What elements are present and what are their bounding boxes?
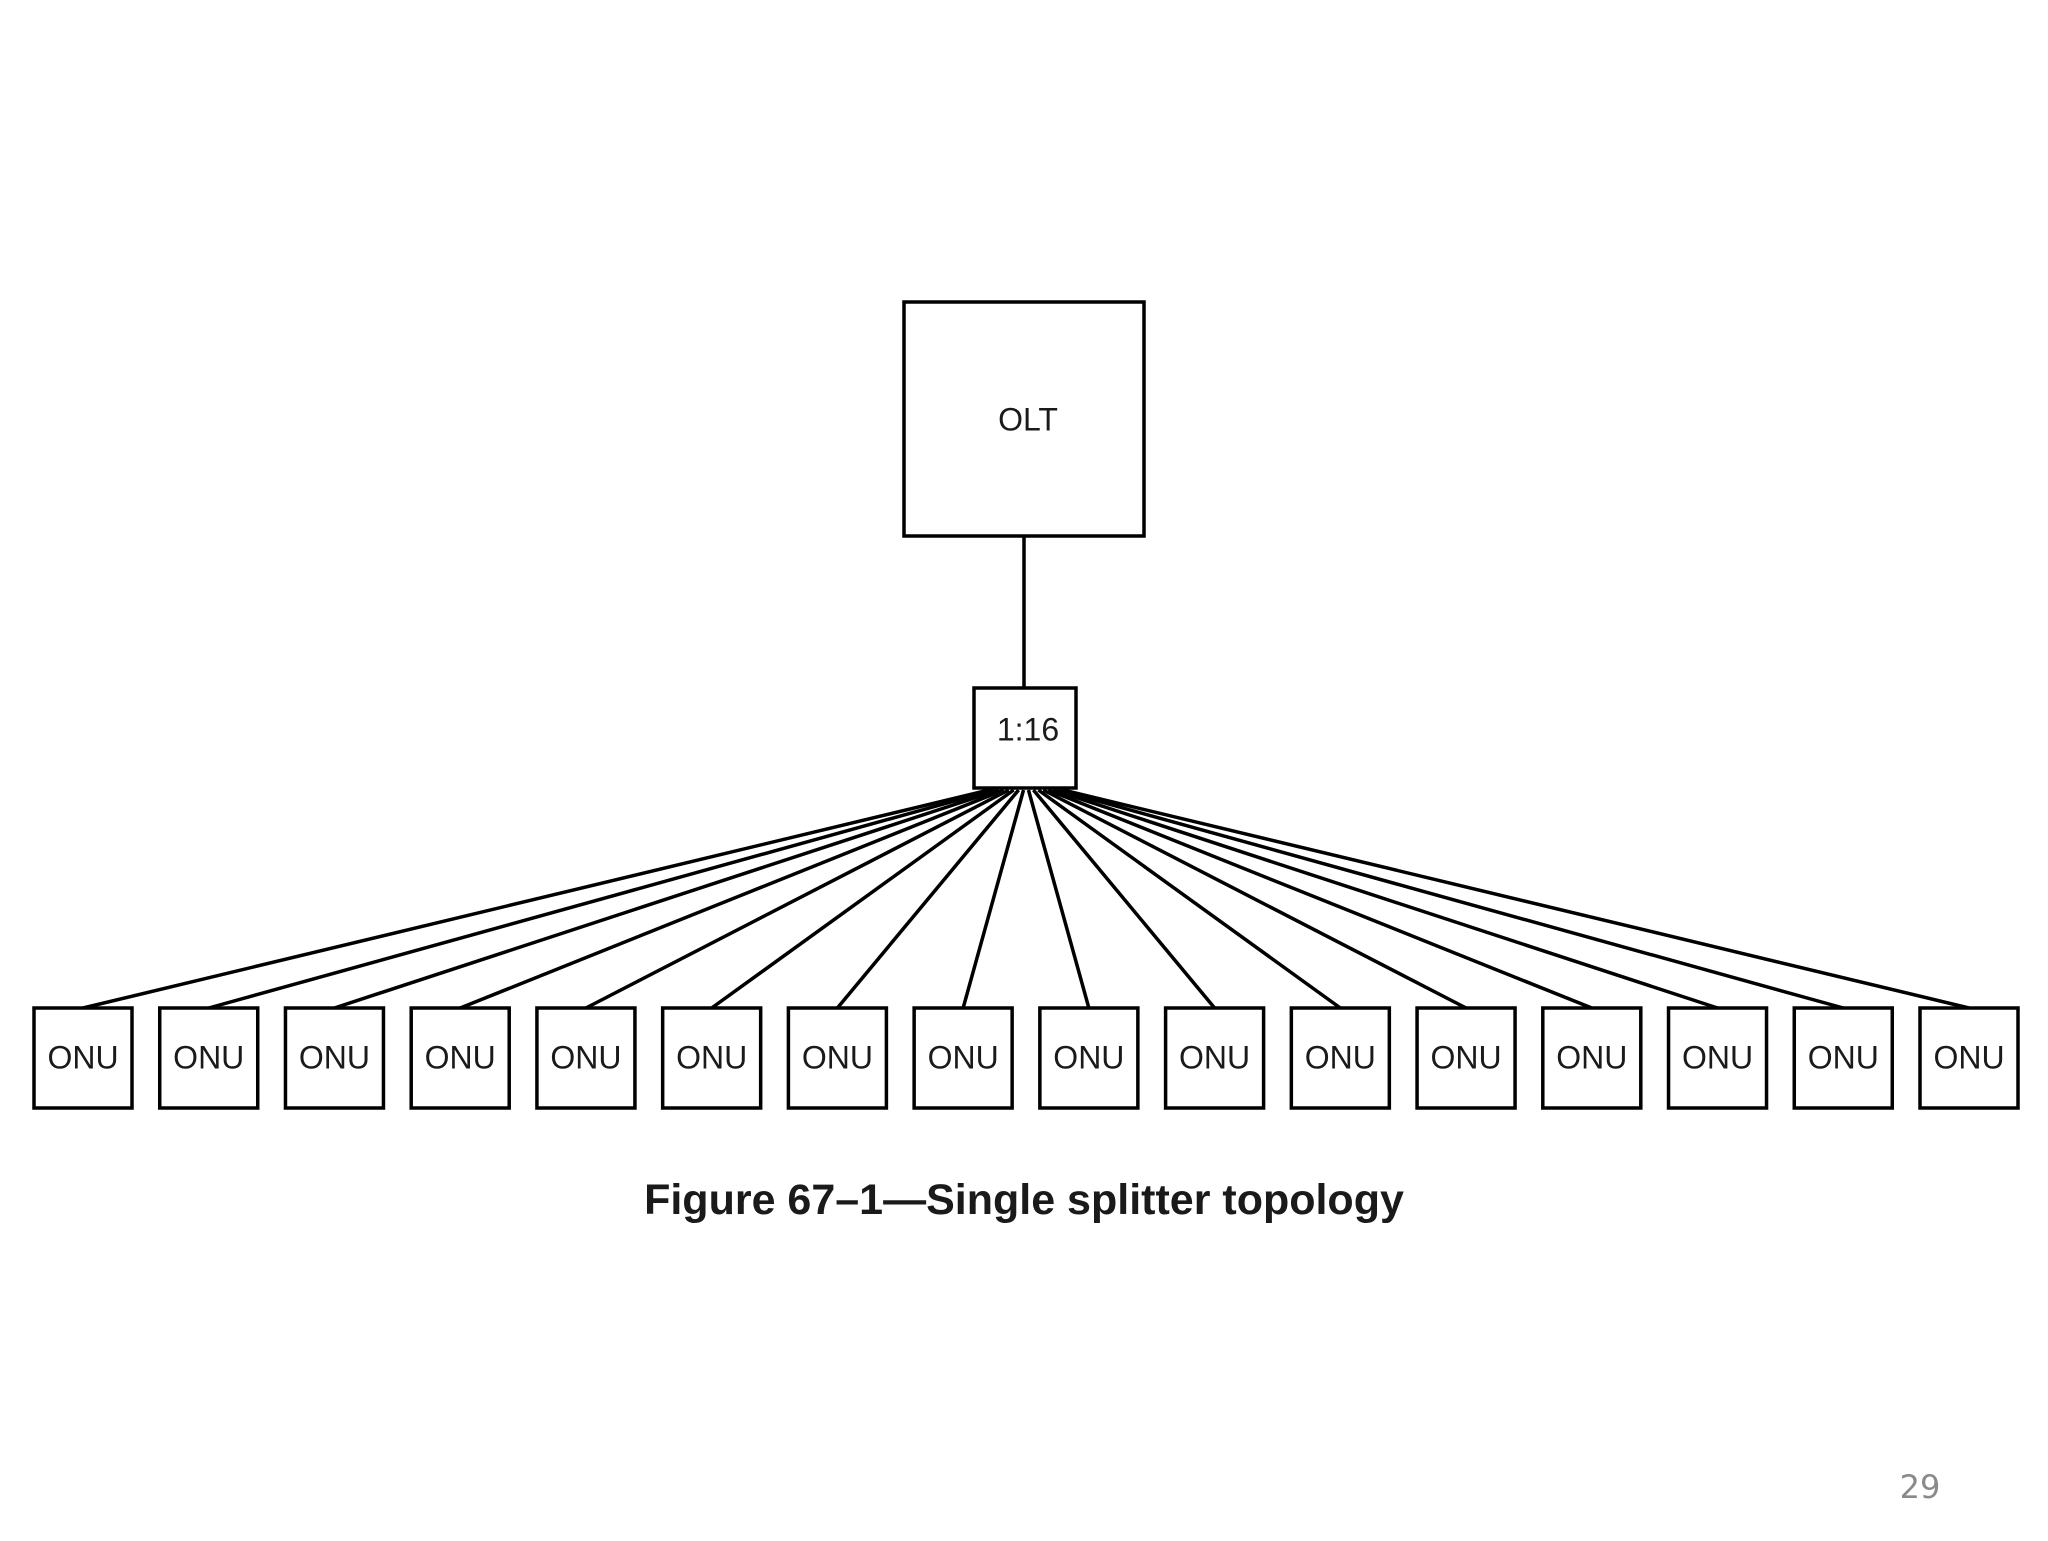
onu-node: ONU (1289, 1006, 1392, 1110)
onu-box (157, 1006, 260, 1110)
onu-node: ONU (283, 1006, 386, 1110)
onu-node: ONU (786, 1006, 889, 1110)
onu-node: ONU (409, 1006, 511, 1110)
onu-row: ONU ONU ONU ONU ONU ONU ONU ONU ONU ONU ONU ONU ONU O… (32, 1006, 2020, 1110)
onu-label: ONU (1808, 1039, 1879, 1075)
onu-box (409, 1006, 511, 1110)
page-number: 29 (1899, 1468, 1941, 1506)
olt-node: OLT (902, 300, 1146, 538)
onu-box (1163, 1006, 1266, 1110)
splitter-to-onu-link (1062, 788, 1970, 1010)
splitter-to-onu-link (1026, 789, 1091, 1009)
onu-node: ONU (1163, 1006, 1266, 1110)
splitter-to-onu-link (585, 788, 1010, 1010)
onu-label: ONU (1556, 1039, 1627, 1075)
onu-box (912, 1006, 1014, 1110)
onu-box (32, 1006, 134, 1110)
onu-box (786, 1006, 889, 1110)
onu-box (660, 1006, 763, 1110)
onu-label: ONU (928, 1039, 999, 1075)
splitter-to-onu-link (836, 788, 1020, 1010)
onu-label: ONU (425, 1039, 496, 1075)
onu-box (283, 1006, 386, 1110)
splitter-to-onu-link (1032, 788, 1216, 1010)
onu-node: ONU (1038, 1006, 1140, 1110)
onu-node: ONU (1792, 1006, 1895, 1110)
splitter-to-onu-link (961, 789, 1026, 1009)
splitter-to-onu-link (1037, 788, 1342, 1010)
onu-box (1289, 1006, 1392, 1110)
splitter-to-onu-link (208, 788, 995, 1010)
onu-node: ONU (1666, 1006, 1769, 1110)
onu-box (1541, 1006, 1643, 1110)
splitter-label: 1:16 (997, 711, 1059, 747)
splitter-to-onu-link (82, 788, 990, 1010)
onu-label: ONU (550, 1039, 621, 1075)
onu-box (1918, 1006, 2020, 1110)
onu-node: ONU (1918, 1006, 2020, 1110)
onu-label: ONU (299, 1039, 370, 1075)
onu-node: ONU (32, 1006, 134, 1110)
olt-label: OLT (998, 401, 1058, 437)
splitter-to-onu-link (1052, 788, 1719, 1010)
onu-label: ONU (1933, 1039, 2004, 1075)
onu-label: ONU (173, 1039, 244, 1075)
onu-label: ONU (676, 1039, 747, 1075)
onu-label: ONU (1431, 1039, 1502, 1075)
onu-label: ONU (1305, 1039, 1376, 1075)
onu-box (1666, 1006, 1769, 1110)
onu-node: ONU (1415, 1006, 1517, 1110)
splitter-to-onu-link (1042, 788, 1467, 1010)
onu-node: ONU (912, 1006, 1014, 1110)
onu-label: ONU (47, 1039, 118, 1075)
splitter-to-onu-link (1057, 788, 1844, 1010)
onu-label: ONU (1179, 1039, 1250, 1075)
onu-label: ONU (802, 1039, 873, 1075)
onu-node: ONU (157, 1006, 260, 1110)
splitter-node: 1:16 (972, 686, 1078, 790)
onu-label: ONU (1682, 1039, 1753, 1075)
splitter-box (972, 686, 1078, 790)
onu-box (535, 1006, 637, 1110)
onu-box (1415, 1006, 1517, 1110)
fiber-links (82, 788, 1970, 1010)
onu-label: ONU (1053, 1039, 1124, 1075)
olt-box (902, 300, 1146, 538)
onu-node: ONU (1541, 1006, 1643, 1110)
onu-node: ONU (535, 1006, 637, 1110)
onu-node: ONU (660, 1006, 763, 1110)
splitter-to-onu-link (1047, 788, 1593, 1010)
splitter-to-onu-link (459, 788, 1005, 1010)
onu-box (1792, 1006, 1895, 1110)
splitter-to-onu-link (710, 788, 1015, 1010)
onu-box (1038, 1006, 1140, 1110)
figure-caption: Figure 67–1—Single splitter topology (644, 1176, 1404, 1224)
splitter-to-onu-link (333, 788, 1000, 1010)
